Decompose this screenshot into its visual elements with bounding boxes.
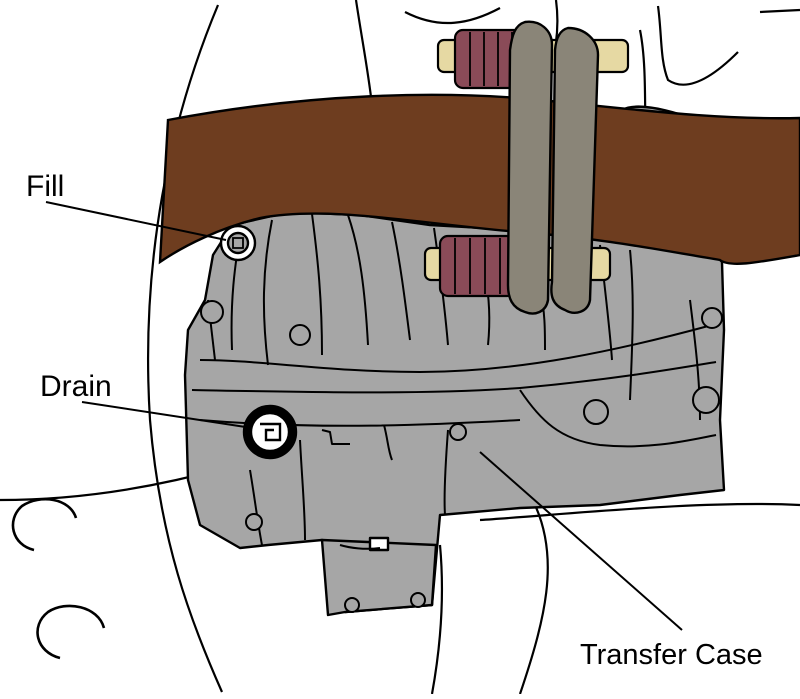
leader-lines — [45, 201, 683, 631]
drain-plug — [242, 404, 298, 460]
drain-label: Drain — [40, 370, 112, 403]
transfer-case-label: Transfer Case — [580, 639, 763, 671]
fill-label: Fill — [26, 170, 64, 203]
clip-outlines — [11, 498, 106, 660]
exhaust-flanges — [506, 20, 600, 315]
fill-plug — [219, 224, 257, 262]
case-bolts — [200, 300, 723, 613]
transfer-case-leader-line — [479, 451, 683, 631]
drain-leader-line — [81, 401, 253, 429]
exhaust-pipe — [158, 93, 800, 265]
fill-leader-line — [45, 201, 227, 241]
